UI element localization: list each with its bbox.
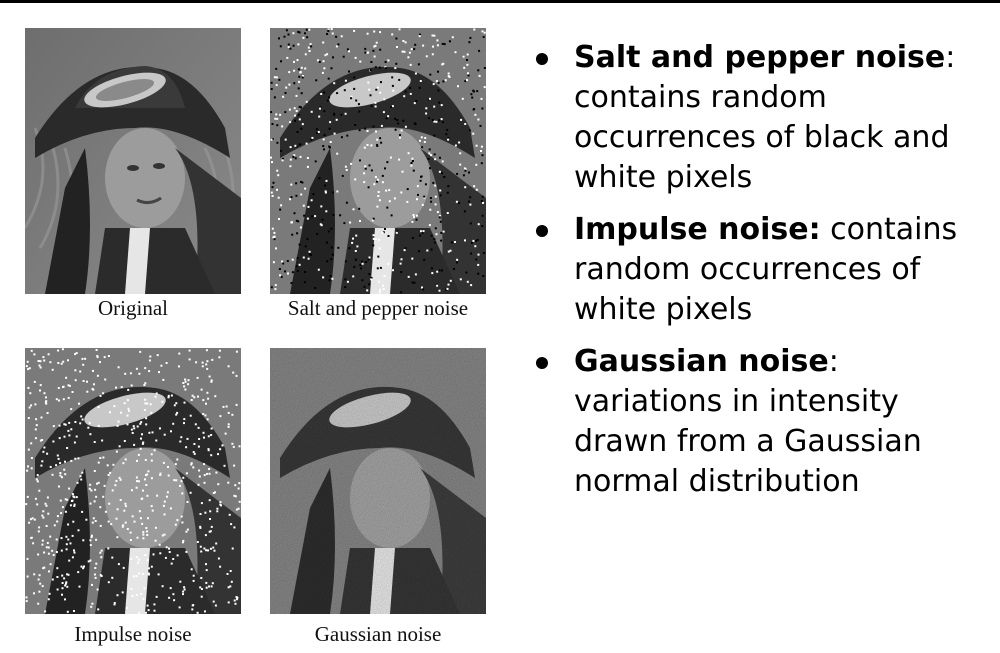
bullet-gaussian: Gaussian noise: variations in intensity … [532, 342, 992, 502]
caption-original: Original [98, 296, 168, 320]
photo-original [25, 28, 241, 294]
image-impulse [25, 348, 241, 614]
desc-gaussian: : variations in intensity drawn from a G… [574, 344, 922, 499]
image-salt-pepper [270, 28, 486, 294]
term-gaussian: Gaussian noise [574, 344, 829, 379]
term-impulse: Impulse noise: [574, 212, 821, 247]
photo-salt-pepper [270, 28, 486, 294]
caption-impulse: Impulse noise [74, 622, 192, 646]
noise-definitions-list: Salt and pepper noise: contains random o… [532, 38, 992, 514]
bullet-impulse: Impulse noise: contains random occurrenc… [532, 210, 992, 330]
caption-gaussian: Gaussian noise [314, 622, 442, 646]
term-salt-pepper: Salt and pepper noise [574, 40, 946, 75]
top-rule [0, 0, 1000, 3]
desc-salt-pepper: : contains random occurrences of black a… [574, 40, 956, 195]
image-original [25, 28, 241, 294]
image-gaussian [270, 348, 486, 614]
photo-gaussian [270, 348, 486, 614]
photo-impulse [25, 348, 241, 614]
bullet-salt-pepper: Salt and pepper noise: contains random o… [532, 38, 992, 198]
caption-salt-pepper: Salt and pepper noise [287, 296, 469, 320]
desc-impulse: contains random occurrences of white pix… [574, 212, 958, 327]
